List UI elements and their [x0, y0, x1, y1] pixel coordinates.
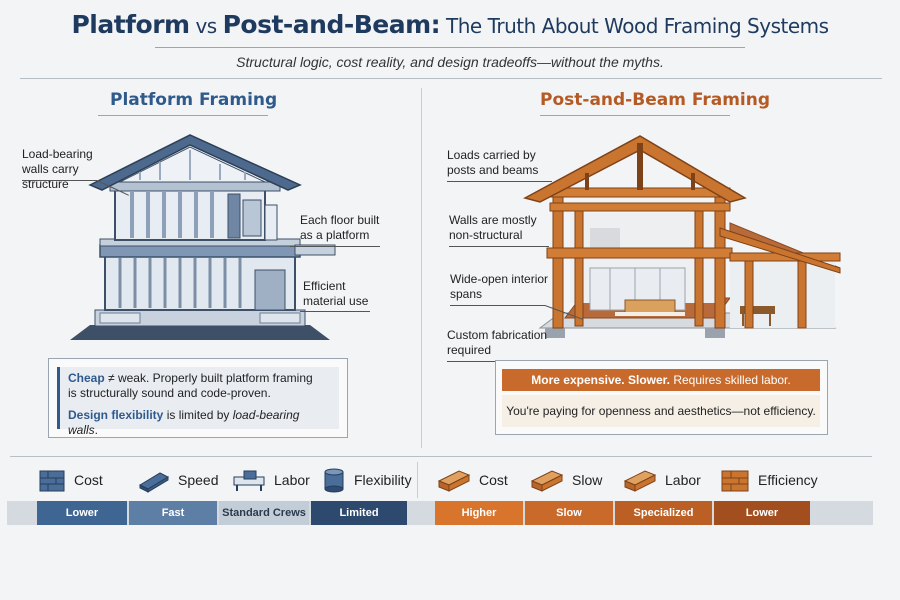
right-header-cost: Cost [437, 466, 508, 494]
saw-icon [233, 470, 265, 491]
platform-callout-line1: Cheap ≠ weak. Properly built platform fr… [68, 371, 331, 386]
platform-callout-box: Cheap ≠ weak. Properly built platform fr… [48, 358, 348, 438]
ann-loads: Loads carried by posts and beams [447, 148, 539, 177]
right-value-slow: Slow [525, 501, 613, 525]
ann-load-bearing-line [22, 180, 97, 181]
right-header-slow-label: Slow [572, 472, 603, 488]
ann-loads-line [447, 181, 552, 182]
callout-load-bearing: load-bearing walls [68, 408, 300, 437]
right-header-labor-label: Labor [665, 472, 701, 488]
comparison-divider [10, 456, 872, 457]
beam-icon [437, 470, 471, 492]
center-divider [421, 88, 422, 448]
callout-line1-rest: Properly built platform framing [149, 371, 313, 385]
platform-title-rule [98, 115, 268, 116]
left-value-speed: Fast [129, 501, 217, 525]
callout-cheap: Cheap [68, 371, 105, 385]
ann-each-floor: Each floor built as a platform [300, 213, 380, 242]
comparison-center-divider [417, 462, 418, 498]
ann-efficient-line [300, 311, 370, 312]
platform-callout: Cheap ≠ weak. Properly built platform fr… [57, 367, 339, 437]
left-header-speed-label: Speed [178, 472, 219, 488]
platform-section-title: Platform Framing [110, 90, 278, 110]
ann-each-floor-line [290, 246, 380, 247]
cylinder-icon [324, 468, 344, 493]
title-platform: Platform [71, 10, 190, 39]
ann-wide-open: Wide-open interior spans [450, 272, 549, 301]
platform-callout-line2: is structurally sound and code-proven. [68, 386, 271, 400]
callout-design-flexibility: Design flexibility [68, 408, 164, 422]
left-value-labor: Standard Crews [219, 501, 309, 525]
title-vs: vs [189, 14, 223, 38]
left-header-flexibility: Flexibility [322, 466, 412, 494]
left-header-labor: Labor [232, 466, 310, 494]
post-beam-callout-body: You're paying for openness and aesthetic… [502, 395, 820, 427]
page-title: Platform vs Post-and-Beam: The Truth Abo… [0, 10, 900, 39]
beam-icon [530, 470, 564, 492]
callout-not-weak: ≠ weak. [104, 371, 150, 385]
left-header-labor-label: Labor [274, 472, 310, 488]
right-header-labor: Labor [623, 466, 701, 494]
ann-walls: Walls are mostly non-structural [449, 213, 537, 242]
ann-wide-open-line [450, 305, 545, 306]
post-beam-house-illustration [522, 135, 841, 338]
beam-icon [623, 470, 657, 492]
left-header-cost-label: Cost [74, 472, 103, 488]
right-value-cost: Higher [435, 501, 523, 525]
title-divider [155, 47, 745, 48]
right-value-labor: Specialized [615, 501, 712, 525]
comparison-values-strip: Lower Fast Standard Crews Limited Higher… [7, 501, 873, 525]
ann-custom-line [447, 361, 517, 362]
ann-walls-line [449, 246, 549, 247]
title-rest: The Truth About Wood Framing Systems [440, 14, 829, 38]
left-header-cost: Cost [38, 466, 103, 494]
post-beam-section-title: Post-and-Beam Framing [540, 90, 771, 110]
callout-limited-by: is limited by [163, 408, 233, 422]
platform-callout-line3: Design flexibility is limited by load-be… [68, 408, 331, 438]
ann-custom: Custom fabrication required [447, 328, 548, 357]
post-beam-callout-box: More expensive. Slower. Requires skilled… [495, 360, 828, 435]
post-beam-title-rule [540, 115, 730, 116]
left-value-cost: Lower [37, 501, 127, 525]
left-value-flexibility: Limited [311, 501, 407, 525]
callout-skilled-labor: Requires skilled labor. [670, 373, 791, 387]
left-header-flexibility-label: Flexibility [354, 472, 412, 488]
blocks-icon [39, 470, 65, 492]
callout-expensive-slower: More expensive. Slower. [531, 373, 670, 387]
platform-house-illustration [70, 134, 336, 340]
bricks-icon [721, 470, 749, 492]
ann-efficient: Efficient material use [303, 279, 369, 308]
right-value-efficiency: Lower [714, 501, 810, 525]
right-header-slow: Slow [530, 466, 602, 494]
header-divider [20, 78, 882, 79]
page-subtitle: Structural logic, cost reality, and desi… [236, 54, 664, 70]
title-post-beam: Post-and-Beam: [222, 10, 441, 39]
callout-period: . [94, 423, 99, 437]
right-header-efficiency: Efficiency [720, 466, 818, 494]
right-header-efficiency-label: Efficiency [758, 472, 818, 488]
left-header-speed: Speed [138, 466, 218, 494]
post-beam-callout-band: More expensive. Slower. Requires skilled… [502, 369, 820, 391]
right-header-cost-label: Cost [479, 472, 508, 488]
lumber-icon [138, 472, 170, 493]
